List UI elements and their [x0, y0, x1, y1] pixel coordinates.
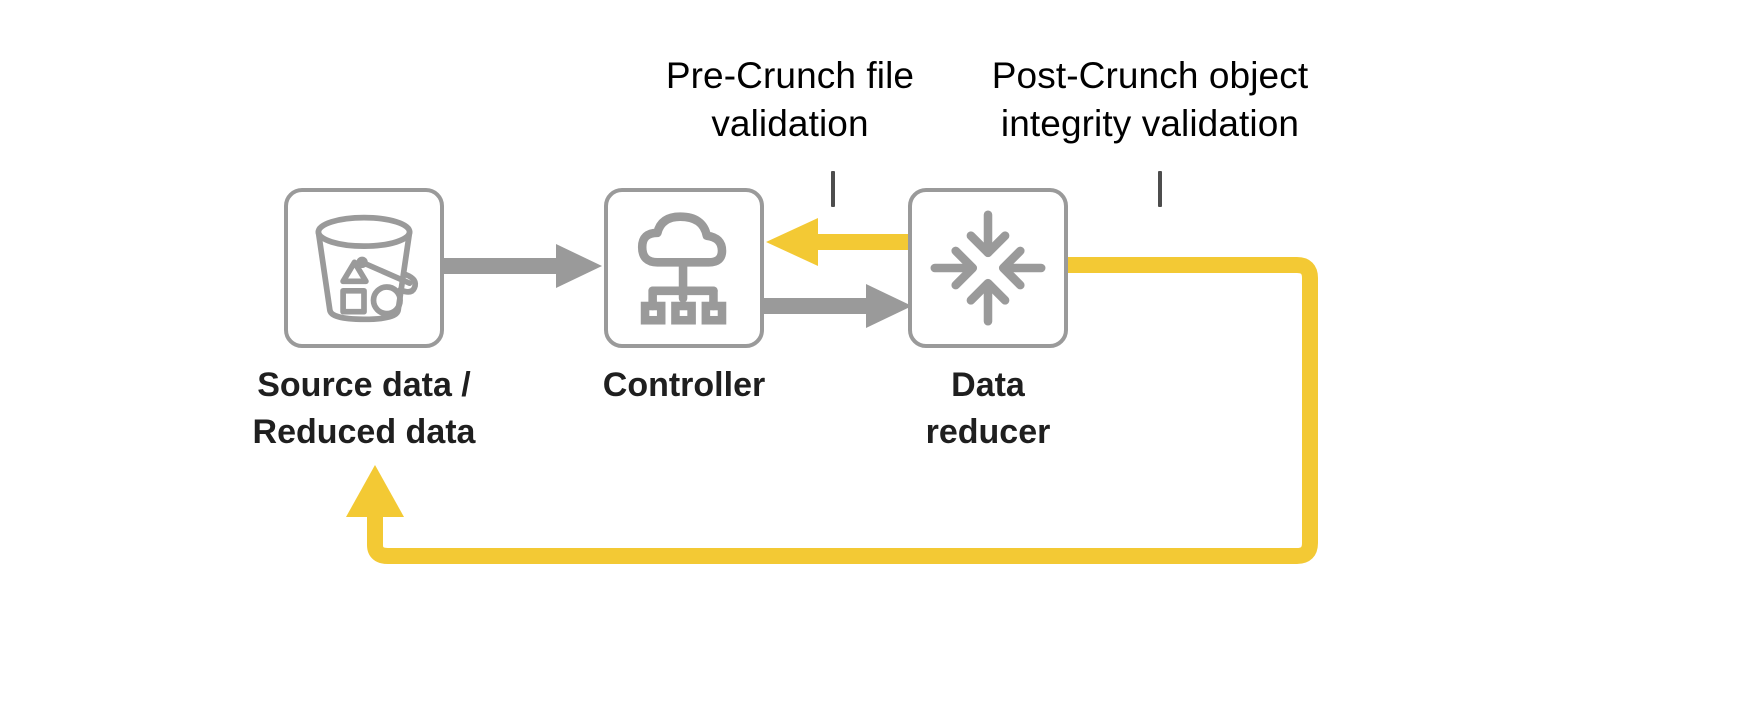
yellow-loop-arrow-icon	[346, 257, 1318, 564]
terminal-nodes-icon	[640, 301, 727, 325]
node-controller[interactable]	[604, 188, 764, 348]
yellow-arrow-icon	[766, 218, 922, 266]
annotation-tick-pre-crunch-icon	[831, 171, 835, 207]
handle-pivot-dot-icon	[356, 256, 368, 268]
grey-arrow-icon	[764, 284, 912, 328]
compress-arrows-icon	[930, 210, 1046, 326]
node-data-reducer[interactable]	[908, 188, 1068, 348]
annotation-post-crunch-validation: Post-Crunch object integrity validation	[991, 55, 1309, 144]
node-source-data[interactable]	[284, 188, 444, 348]
edge-controller-to-reducer	[764, 276, 924, 336]
annotation-pre-crunch-validation: Pre-Crunch file validation	[665, 55, 915, 144]
node-label-source-data: Source data / Reduced data	[252, 366, 476, 451]
storage-bucket-icon	[315, 214, 419, 323]
edge-reducer-to-controller	[762, 216, 922, 282]
node-label-controller: Controller	[602, 366, 766, 404]
edge-reducer-to-source-loop	[346, 255, 1362, 575]
cloud-network-icon	[637, 212, 727, 325]
node-label-data-reducer: Data reducer	[925, 366, 1051, 451]
annotation-tick-post-crunch-icon	[1158, 171, 1162, 207]
edge-source-to-controller	[444, 236, 614, 296]
grey-arrow-icon	[444, 244, 602, 288]
